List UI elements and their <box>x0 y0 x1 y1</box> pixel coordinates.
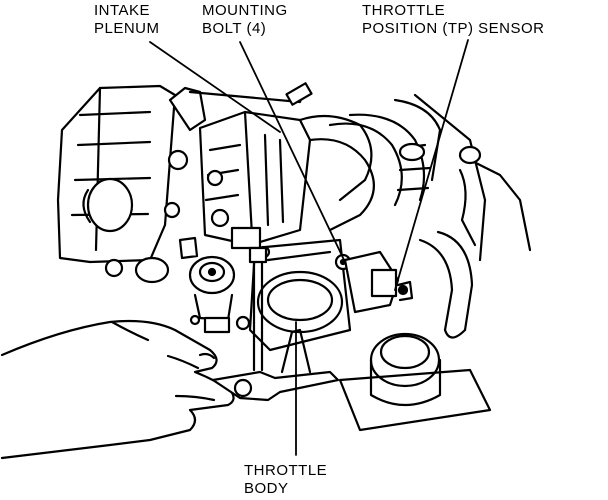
coolant-hose <box>418 230 474 339</box>
hand-with-ratchet <box>0 246 340 460</box>
manifold-runners <box>298 93 532 262</box>
leader-lines <box>149 39 469 456</box>
label-intake-plenum-line2: PLENUM <box>94 20 160 37</box>
label-mounting-bolt: MOUNTING BOLT (4) <box>202 2 288 38</box>
label-mounting-bolt-line2: BOLT (4) <box>202 20 267 37</box>
label-tp-sensor: THROTTLE POSITION (TP) SENSOR <box>362 2 545 38</box>
tp-sensor <box>343 250 414 314</box>
label-throttle-body-line2: BODY <box>244 480 289 497</box>
intake-plenum <box>168 82 313 247</box>
label-intake-plenum-line1: INTAKE <box>94 2 151 19</box>
egr-valve <box>104 149 262 334</box>
leader-tp-sensor <box>394 39 469 291</box>
label-tp-sensor-line1: THROTTLE <box>362 2 446 19</box>
label-throttle-body-line1: THROTTLE <box>244 462 328 479</box>
throttle-body <box>248 238 352 352</box>
label-tp-sensor-line2: POSITION (TP) SENSOR <box>362 20 545 37</box>
leader-mounting-bolt <box>239 41 346 263</box>
label-intake-plenum: INTAKE PLENUM <box>94 2 160 38</box>
label-mounting-bolt-line1: MOUNTING <box>202 2 288 19</box>
leader-intake-plenum <box>149 41 281 133</box>
left-fender-panel <box>56 84 177 264</box>
label-throttle-body: THROTTLE BODY <box>244 462 327 498</box>
reservoir-cap <box>338 332 492 432</box>
